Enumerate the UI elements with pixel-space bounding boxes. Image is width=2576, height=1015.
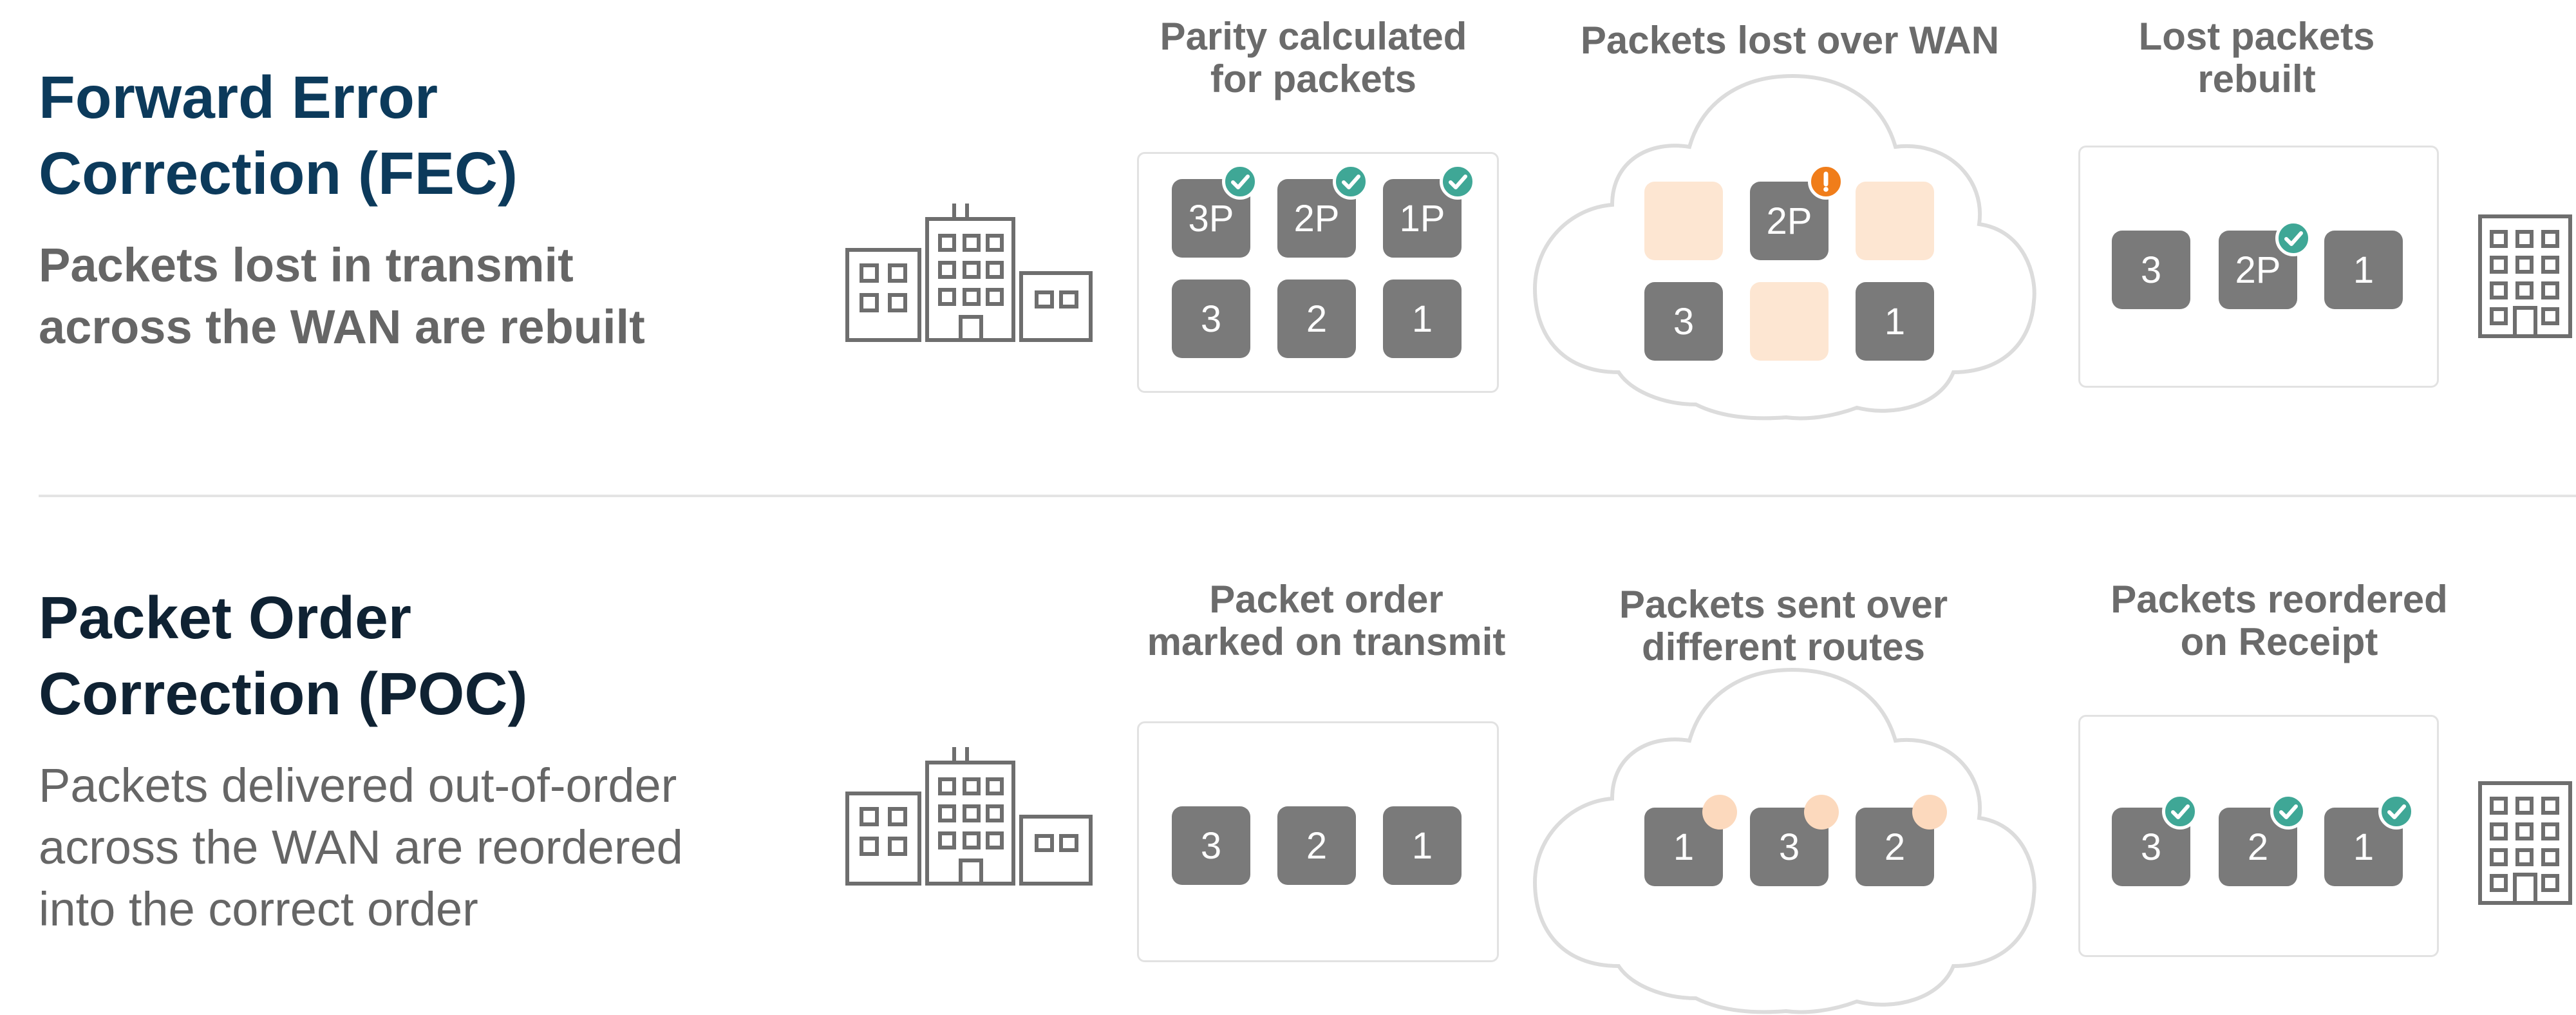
reordered-stage-label: Packets reordered on Receipt — [2041, 578, 2517, 663]
fec-subtitle-line1: Packets lost in transmit — [39, 238, 574, 292]
data-packet: 3 — [1172, 280, 1250, 358]
poc-subtitle-line1: Packets delivered out-of-order — [39, 759, 677, 812]
section-divider — [39, 495, 2576, 497]
data-packet: 2 — [1277, 280, 1356, 358]
data-packet: 3 — [1172, 806, 1250, 885]
poc-subtitle-line2: across the WAN are reordered — [39, 821, 683, 874]
checkmark-icon — [2275, 220, 2311, 256]
checkmark-icon — [2270, 793, 2306, 830]
fec-subtitle-line2: across the WAN are rebuilt — [39, 300, 645, 354]
office-buildings-icon — [845, 204, 1093, 342]
reordered-label-line2: on Receipt — [2180, 620, 2378, 663]
lost-packet — [1644, 182, 1723, 260]
data-packet: 3 — [1644, 282, 1723, 361]
reordered-label-line1: Packets reordered — [2111, 578, 2448, 621]
checkmark-icon — [1440, 164, 1476, 200]
parity-label-line2: for packets — [1210, 57, 1417, 100]
checkmark-icon — [1222, 164, 1258, 200]
data-packet: 3 — [2112, 231, 2190, 309]
poc-subtitle-line3: into the correct order — [39, 882, 478, 936]
routes-stage-label: Packets sent over different routes — [1558, 583, 2009, 669]
rebuilt-stage-label: Lost packets rebuilt — [2041, 15, 2472, 100]
lost-packet — [1750, 282, 1829, 361]
poc-title: Packet Order Correction (POC) — [39, 580, 528, 732]
routes-label-line1: Packets sent over — [1619, 583, 1948, 626]
data-packet: 1 — [2324, 231, 2403, 309]
lost-stage-label: Packets lost over WAN — [1580, 19, 2000, 62]
checkmark-icon — [2378, 793, 2414, 830]
office-buildings-icon — [845, 747, 1093, 886]
poc-title-line1: Packet Order — [39, 584, 411, 651]
marked-stage-label: Packet order marked on transmit — [1088, 578, 1565, 663]
parity-label-line1: Parity calculated — [1160, 15, 1467, 58]
exclamation-icon — [1808, 164, 1844, 200]
poc-subtitle: Packets delivered out-of-order across th… — [39, 755, 683, 940]
fec-title-line2: Correction (FEC) — [39, 140, 518, 207]
checkmark-icon — [1333, 164, 1369, 200]
poc-title-line2: Correction (POC) — [39, 660, 528, 727]
data-packet: 1 — [1383, 806, 1462, 885]
marked-label-line1: Packet order — [1209, 578, 1443, 621]
route-marker — [1912, 795, 1947, 830]
rebuilt-label-line2: rebuilt — [2197, 57, 2316, 100]
data-packet: 2 — [2219, 808, 2297, 886]
marked-label-line2: marked on transmit — [1147, 620, 1506, 663]
checkmark-icon — [2162, 793, 2198, 830]
parity-stage-label: Parity calculated for packets — [1088, 15, 1539, 100]
rebuilt-label-line1: Lost packets — [2138, 15, 2375, 58]
lost-packet — [1856, 182, 1934, 260]
office-building-icon — [2478, 214, 2572, 338]
data-packet: 1 — [1856, 282, 1934, 361]
routes-label-line2: different routes — [1641, 625, 1926, 669]
route-marker — [1702, 795, 1737, 830]
fec-subtitle: Packets lost in transmit across the WAN … — [39, 234, 645, 358]
office-building-icon — [2478, 781, 2572, 905]
route-marker — [1804, 795, 1839, 830]
data-packet: 2 — [1277, 806, 1356, 885]
fec-title: Forward Error Correction (FEC) — [39, 59, 518, 211]
fec-title-line1: Forward Error — [39, 64, 438, 131]
data-packet: 1 — [1383, 280, 1462, 358]
data-packet: 1 — [2324, 808, 2403, 886]
